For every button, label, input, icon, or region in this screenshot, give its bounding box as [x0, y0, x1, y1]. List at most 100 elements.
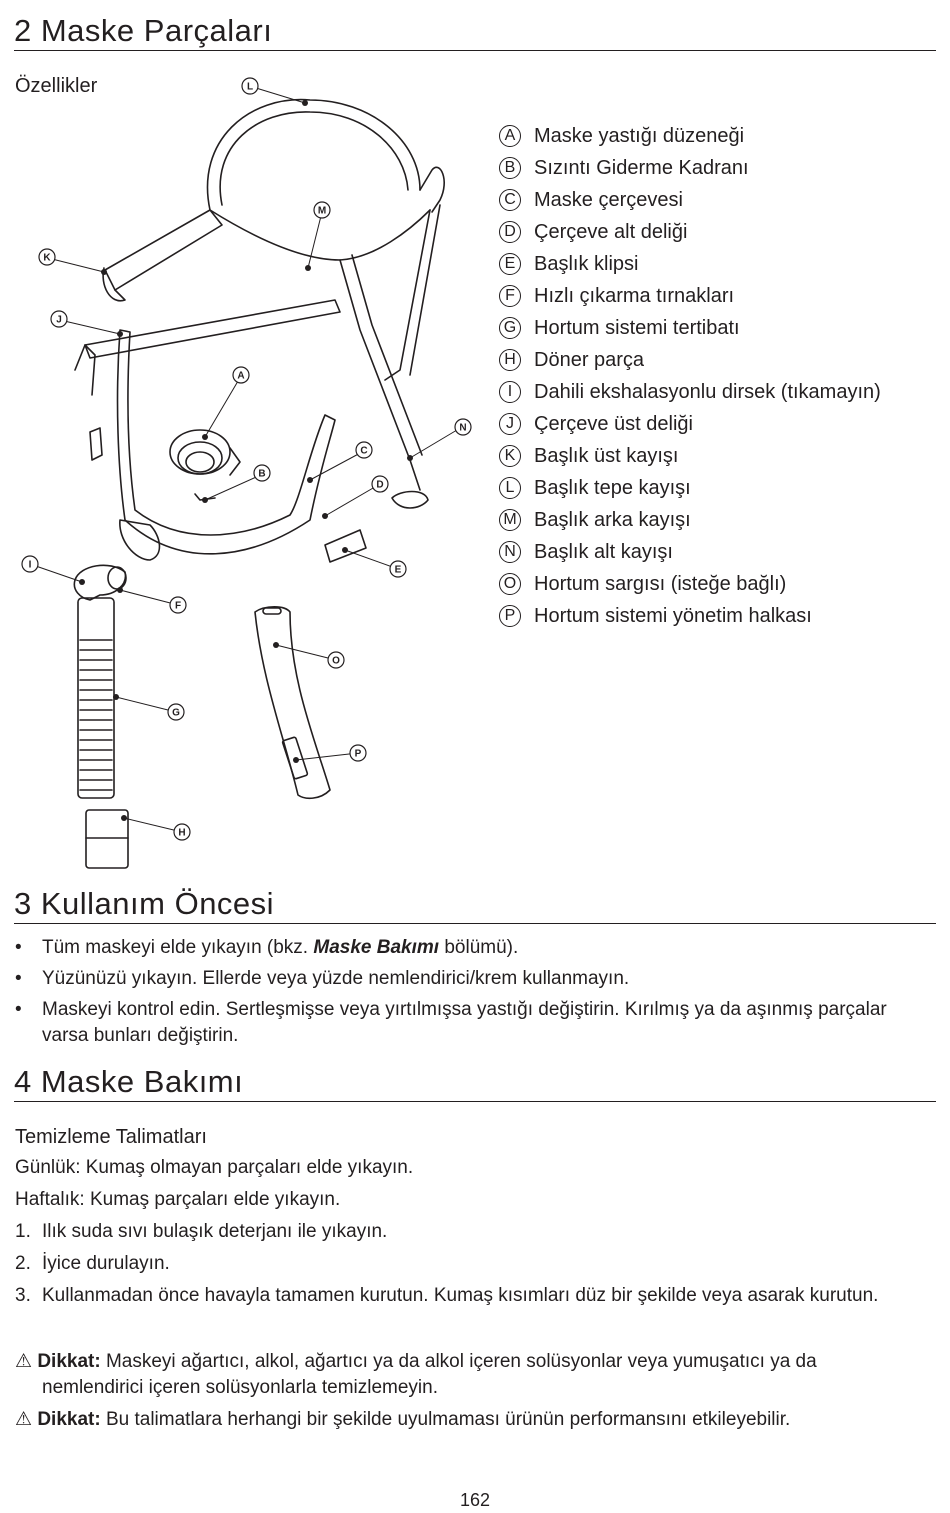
legend-text: Döner parça	[534, 348, 645, 371]
legend-text: Hortum sistemi yönetim halkası	[534, 604, 812, 627]
legend-letter: K	[499, 445, 521, 467]
parts-legend: A Maske yastığı düzeneği B Sızıntı Giderme…	[499, 120, 881, 632]
legend-item-e: E Başlık klipsi	[499, 248, 881, 280]
legend-item-a: A Maske yastığı düzeneği	[499, 120, 881, 152]
legend-letter: J	[499, 413, 521, 435]
legend-letter: B	[499, 157, 521, 179]
legend-item-f: F Hızlı çıkarma tırnakları	[499, 280, 881, 312]
section-heading-before-use: 3 Kullanım Öncesi	[14, 885, 936, 924]
legend-letter: P	[499, 605, 521, 627]
bullet-text: Maskeyi kontrol edin. Sertleşmişse veya …	[42, 999, 887, 1046]
callout-m: M	[318, 206, 326, 217]
bullet-text: Tüm maskeyi elde yıkayın (bkz.	[42, 937, 314, 958]
legend-text: Çerçeve üst deliği	[534, 412, 693, 435]
caution-label: Dikkat:	[37, 1409, 101, 1430]
callout-e: E	[395, 565, 402, 576]
legend-letter: G	[499, 317, 521, 339]
swivel	[85, 809, 129, 869]
callout-p: P	[355, 749, 362, 760]
section-heading-mask-care: 4 Maske Bakımı	[14, 1063, 936, 1102]
callout-n: N	[459, 423, 466, 434]
legend-letter: C	[499, 189, 521, 211]
legend-item-c: C Maske çerçevesi	[499, 184, 881, 216]
mask-parts-diagram: L M K J A B C D N E I F G O P H	[21, 77, 472, 869]
list-item: •Tüm maskeyi elde yıkayın (bkz. Maske Ba…	[15, 937, 519, 958]
legend-text: Çerçeve alt deliği	[534, 220, 688, 243]
list-item: 2. İyice durulayın.	[15, 1251, 915, 1277]
legend-text: Hortum sistemi tertibatı	[534, 316, 740, 339]
mask-frame	[116, 329, 336, 555]
bullet-text: Yüzünüzü yıkayın. Ellerde veya yüzde nem…	[42, 968, 630, 989]
legend-item-b: B Sızıntı Giderme Kadranı	[499, 152, 881, 184]
features-subheading: Özellikler	[15, 75, 98, 97]
caution-1: ⚠ Dikkat: Maskeyi ağartıcı, alkol, ağart…	[15, 1349, 915, 1401]
tube-management-ring	[281, 736, 309, 780]
step-text: İyice durulayın.	[42, 1253, 170, 1274]
daily-instruction: Günlük: Kumaş olmayan parçaları elde yık…	[15, 1157, 414, 1178]
callout-k: K	[43, 253, 51, 264]
step-number: 1.	[15, 1221, 31, 1242]
caution-text: Maskeyi ağartıcı, alkol, ağartıcı ya da …	[100, 1351, 817, 1372]
before-use-list: •Tüm maskeyi elde yıkayın (bkz. Maske Ba…	[15, 935, 937, 1054]
callout-f: F	[175, 601, 181, 612]
callout-b: B	[258, 469, 265, 480]
legend-item-g: G Hortum sistemi tertibatı	[499, 312, 881, 344]
legend-letter: A	[499, 125, 521, 147]
legend-item-i: I Dahili ekshalasyonlu dirsek (tıkamayın)	[499, 376, 881, 408]
callout-a: A	[237, 371, 244, 382]
legend-item-j: J Çerçeve üst deliği	[499, 408, 881, 440]
legend-letter: M	[499, 509, 521, 531]
weekly-instruction: Haftalık: Kumaş parçaları elde yıkayın.	[15, 1189, 341, 1210]
headgear-crown-strap	[206, 98, 421, 211]
legend-text: Hortum sargısı (isteğe bağlı)	[534, 572, 787, 595]
callout-i: I	[29, 560, 32, 571]
legend-letter: E	[499, 253, 521, 275]
tubing-assembly	[77, 597, 115, 799]
legend-letter: N	[499, 541, 521, 563]
caution-text: Bu talimatlara herhangi bir şekilde uyul…	[100, 1409, 791, 1430]
legend-text: Başlık arka kayışı	[534, 508, 691, 531]
callout-o: O	[332, 656, 340, 667]
legend-text: Maske yastığı düzeneği	[534, 124, 745, 147]
callout-c: C	[360, 446, 367, 457]
bullet-text-end: bölümü).	[439, 937, 519, 958]
legend-text: Sızıntı Giderme Kadranı	[534, 156, 749, 179]
legend-text: Başlık alt kayışı	[534, 540, 673, 563]
legend-text: Başlık tepe kayışı	[534, 476, 691, 499]
callout-l: L	[247, 82, 253, 93]
caution-label: Dikkat:	[37, 1351, 101, 1372]
callout-j: J	[56, 315, 62, 326]
legend-letter: I	[499, 381, 521, 403]
legend-item-m: M Başlık arka kayışı	[499, 504, 881, 536]
legend-text: Hızlı çıkarma tırnakları	[534, 284, 735, 307]
step-text: Kullanmadan önce havayla tamamen kurutun…	[42, 1285, 879, 1306]
warning-icon: ⚠	[15, 1409, 33, 1430]
list-item: 1.Ilık suda sıvı bulaşık deterjanı ile y…	[15, 1219, 915, 1245]
legend-item-l: L Başlık tepe kayışı	[499, 472, 881, 504]
cleaning-steps: 1.Ilık suda sıvı bulaşık deterjanı ile y…	[15, 1219, 915, 1315]
legend-item-d: D Çerçeve alt deliği	[499, 216, 881, 248]
step-number: 2.	[15, 1253, 31, 1274]
mask-care-reference: Maske Bakımı	[313, 937, 440, 958]
section-heading-mask-parts: 2 Maske Parçaları	[14, 12, 936, 51]
legend-text: Başlık klipsi	[534, 252, 639, 275]
legend-letter: H	[499, 349, 521, 371]
list-item: •Maskeyi kontrol edin. Sertleşmişse veya…	[15, 997, 937, 1049]
headgear-lower-strap	[339, 259, 421, 491]
legend-text: Dahili ekshalasyonlu dirsek (tıkamayın)	[534, 380, 881, 403]
legend-item-h: H Döner parça	[499, 344, 881, 376]
cleaning-subheading: Temizleme Talimatları	[15, 1126, 207, 1148]
callout-d: D	[376, 480, 383, 491]
legend-letter: D	[499, 221, 521, 243]
list-item: 3.Kullanmadan önce havayla tamamen kurut…	[15, 1283, 915, 1309]
legend-item-p: P Hortum sistemi yönetim halkası	[499, 600, 881, 632]
caution-2: ⚠ Dikkat: Bu talimatlara herhangi bir şe…	[15, 1407, 915, 1433]
legend-letter: F	[499, 285, 521, 307]
legend-item-n: N Başlık alt kayışı	[499, 536, 881, 568]
callout-h: H	[178, 828, 185, 839]
page-number: 162	[459, 1490, 491, 1510]
legend-letter: L	[499, 477, 521, 499]
caution-text-cont: nemlendirici içeren solüsyonlarla temizl…	[42, 1377, 438, 1398]
legend-text: Maske çerçevesi	[534, 188, 683, 211]
